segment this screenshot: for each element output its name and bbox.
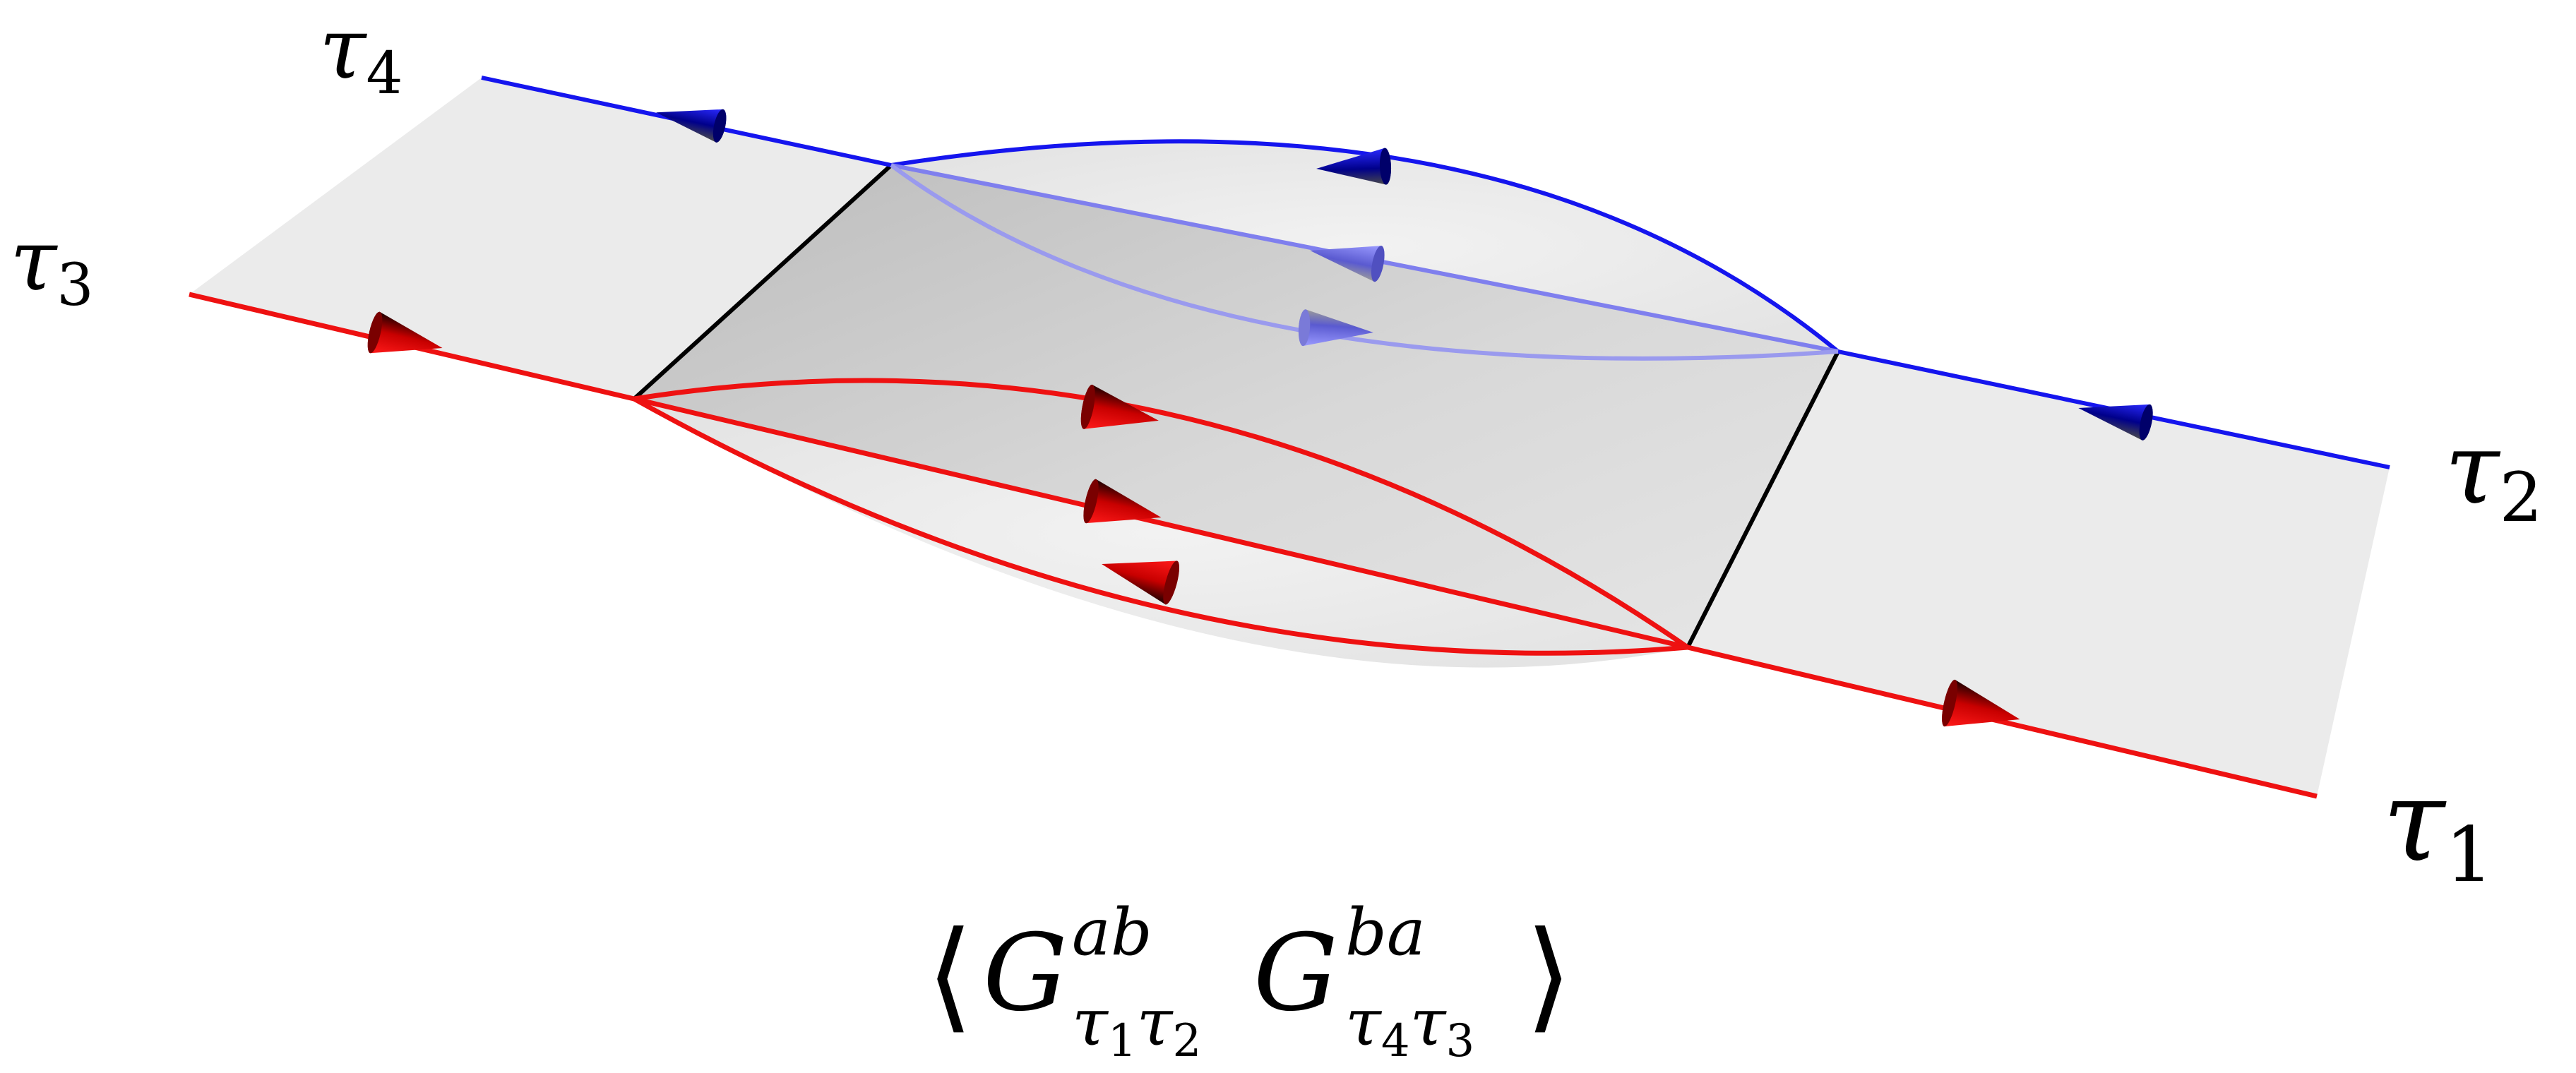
formula-g2-sup: ba — [1345, 894, 1426, 970]
formula-g1-sup: ab — [1072, 894, 1152, 970]
red-line-right — [1687, 645, 2318, 799]
red-line-middle — [633, 396, 1688, 650]
formula-g1-sub: τ1τ2 — [1072, 985, 1201, 1067]
label-tau4: τ4 — [319, 0, 403, 107]
blue-arrow-cone — [2078, 404, 2153, 440]
formula-close-bracket: ⟩ — [1525, 906, 1572, 1045]
red-arrow-cone — [1080, 384, 1159, 429]
red-arrow-cone — [1942, 679, 2020, 727]
lower-bulge-surface — [634, 399, 1688, 668]
blue-arrow-cone — [1316, 148, 1392, 185]
formula-g2-sub: τ4τ3 — [1345, 985, 1474, 1067]
right-sheet — [1688, 352, 2390, 796]
left-edge — [632, 163, 893, 401]
red-arrow-cone — [367, 311, 443, 354]
left-sheet — [189, 78, 891, 399]
lens-surface — [634, 165, 1838, 647]
right-edge — [1686, 350, 1840, 649]
red-arc-lower — [633, 396, 1688, 656]
label-tau2: τ2 — [2445, 412, 2543, 537]
red-arrow-cone — [1102, 561, 1179, 605]
blue-arrow-cone — [656, 109, 727, 143]
formula-open-bracket: ⟨ — [926, 906, 973, 1045]
formula-g1: G — [983, 912, 1068, 1035]
correlator-formula: ⟨ G ab τ1τ2 G ba τ4τ3 ⟩ — [926, 894, 1572, 1067]
formula-g2: G — [1253, 912, 1338, 1035]
blue-arc-upper — [890, 139, 1839, 354]
upper-bulge-surface — [891, 141, 1838, 352]
label-tau1: τ1 — [2383, 755, 2493, 899]
red-arrow-cone — [1083, 479, 1162, 524]
blue-arrow-cone — [1298, 309, 1373, 347]
blue-faded-arc-lower — [890, 163, 1839, 361]
red-arc-upper — [633, 378, 1689, 649]
label-tau3: τ3 — [10, 212, 94, 319]
blue-arrow-cone — [1310, 246, 1385, 282]
